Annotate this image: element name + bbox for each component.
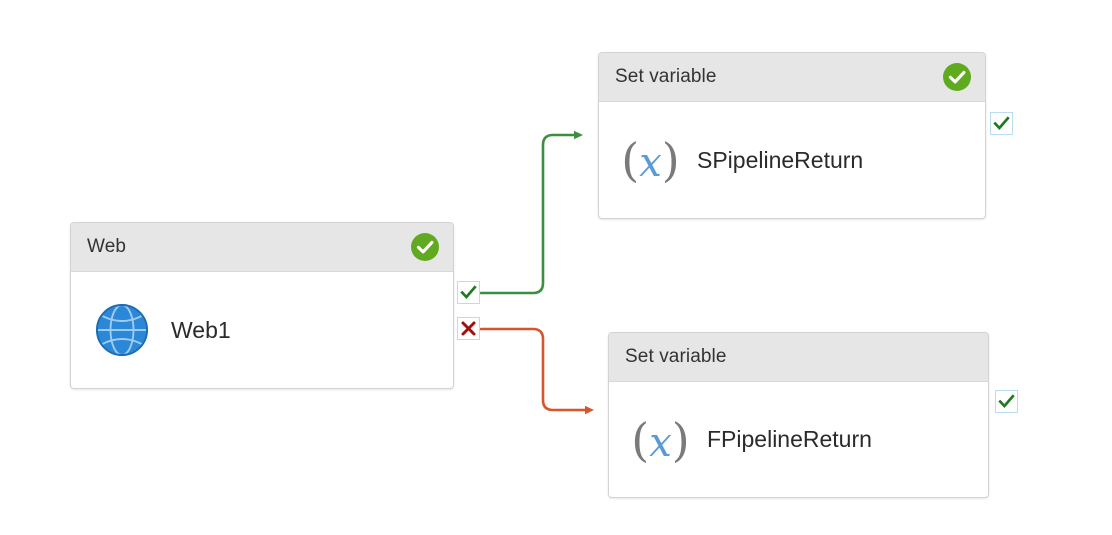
activity-node-set-variable-success[interactable]: Set variable (x) SPipelineReturn: [598, 52, 986, 219]
node-body: Web1: [71, 272, 453, 388]
node-body: (x) FPipelineReturn: [609, 382, 988, 497]
node-label: Web1: [171, 316, 231, 343]
globe-icon: [93, 301, 151, 359]
activity-node-web[interactable]: Web: [70, 222, 454, 389]
green-check-icon: [460, 284, 477, 301]
port-web-failure-output[interactable]: [457, 317, 480, 340]
node-label: SPipelineReturn: [697, 146, 864, 173]
node-header: Set variable: [609, 333, 988, 382]
activity-node-set-variable-failure[interactable]: Set variable (x) FPipelineReturn: [608, 332, 989, 498]
port-set-variable-failure-output[interactable]: [995, 390, 1018, 413]
connector-failure[interactable]: [479, 327, 594, 415]
node-label: FPipelineReturn: [707, 426, 872, 452]
node-body: (x) SPipelineReturn: [599, 102, 985, 218]
connector-success[interactable]: [479, 130, 583, 295]
red-x-icon: [460, 320, 477, 337]
node-header: Web: [71, 223, 453, 272]
node-title: Set variable: [615, 66, 717, 87]
node-header: Set variable: [599, 53, 985, 102]
expression-x-icon: (x): [621, 133, 679, 187]
green-circle-check-icon: [942, 62, 972, 92]
green-circle-check-icon: [410, 232, 440, 262]
node-title: Web: [87, 236, 127, 257]
green-check-icon: [993, 115, 1010, 132]
port-web-success-output[interactable]: [457, 281, 480, 304]
expression-x-icon: (x): [631, 412, 689, 467]
green-check-icon: [998, 393, 1015, 410]
port-set-variable-success-output[interactable]: [990, 112, 1013, 135]
node-title: Set variable: [625, 346, 727, 367]
